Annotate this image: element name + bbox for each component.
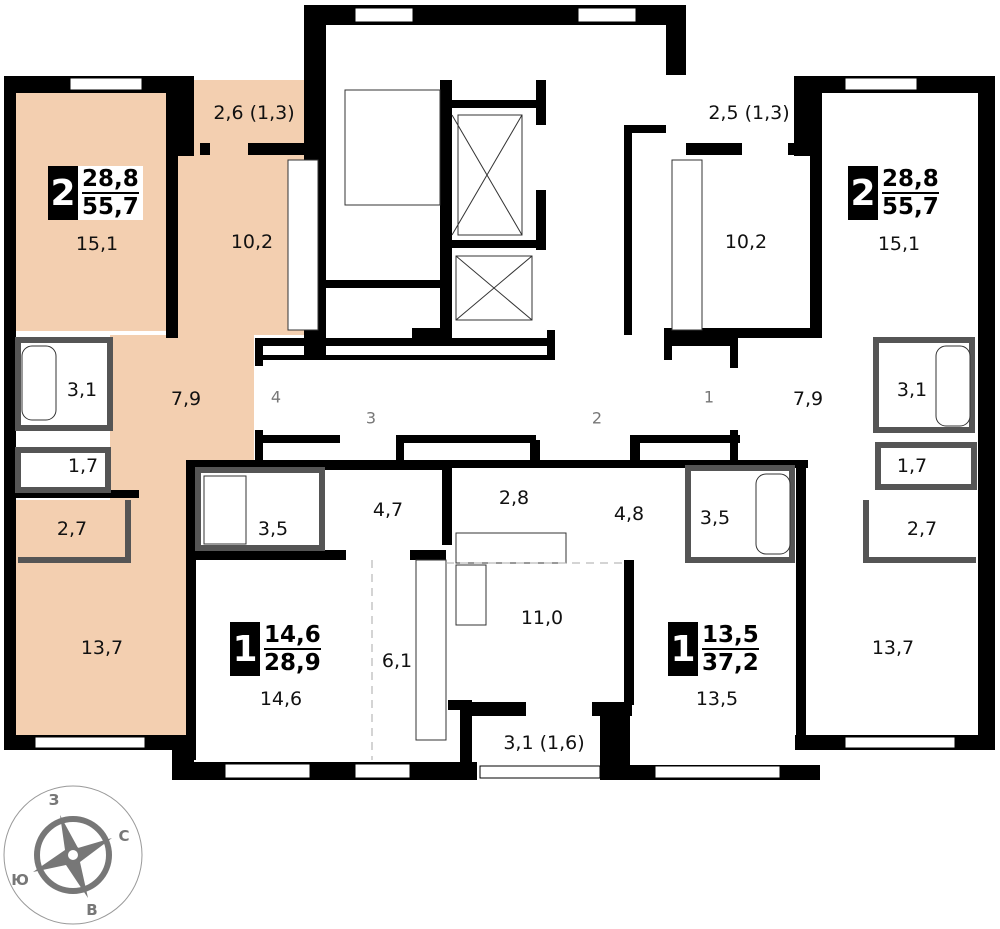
total-area: 55,7 xyxy=(82,194,139,220)
room-area: 4,7 xyxy=(372,499,404,521)
entry-number: 1 xyxy=(703,387,715,407)
compass-south: Ю xyxy=(11,871,29,889)
room-area: 1,7 xyxy=(67,455,99,477)
entry-number: 2 xyxy=(591,408,603,428)
room-area: 2,8 xyxy=(498,487,530,509)
room-area: 10,2 xyxy=(724,231,768,253)
room-area: 2,7 xyxy=(906,518,938,540)
total-area: 37,2 xyxy=(702,650,759,676)
compass-north: С xyxy=(118,827,130,845)
room-area: 1,7 xyxy=(896,455,928,477)
room-area: 13,5 xyxy=(695,688,739,710)
room-area: 13,7 xyxy=(80,637,124,659)
room-area: 2,5 (1,3) xyxy=(708,102,790,124)
room-area: 2,6 (1,3) xyxy=(213,102,295,124)
room-area: 2,7 xyxy=(56,518,88,540)
living-area: 28,8 xyxy=(882,166,939,194)
room-area: 7,9 xyxy=(792,388,824,410)
compass-east: В xyxy=(86,901,98,919)
room-area: 4,8 xyxy=(613,503,645,525)
living-area: 14,6 xyxy=(264,622,321,650)
room-area: 3,1 xyxy=(66,379,98,401)
room-area: 3,1 (1,6) xyxy=(503,732,585,754)
entry-number: 3 xyxy=(365,408,377,428)
compass-west: З xyxy=(48,791,60,809)
room-area: 3,5 xyxy=(257,518,289,540)
room-area: 7,9 xyxy=(170,388,202,410)
room-area: 6,1 xyxy=(381,650,413,672)
compass-icon xyxy=(3,785,143,925)
highlighted-apartment xyxy=(14,80,304,735)
room-area: 15,1 xyxy=(877,233,921,255)
total-area: 28,9 xyxy=(264,650,321,676)
room-count: 2 xyxy=(848,166,878,220)
entry-number: 4 xyxy=(270,387,282,407)
room-count: 1 xyxy=(230,622,260,676)
room-count: 2 xyxy=(48,166,78,220)
room-area: 3,1 xyxy=(896,379,928,401)
room-area: 13,7 xyxy=(871,637,915,659)
total-area: 55,7 xyxy=(882,194,939,220)
living-area: 13,5 xyxy=(702,622,759,650)
room-area: 3,5 xyxy=(699,507,731,529)
living-area: 28,8 xyxy=(82,166,139,194)
room-area: 14,6 xyxy=(259,688,303,710)
room-count: 1 xyxy=(668,622,698,676)
room-area: 10,2 xyxy=(230,231,274,253)
room-area: 15,1 xyxy=(75,233,119,255)
room-area: 11,0 xyxy=(520,607,564,629)
